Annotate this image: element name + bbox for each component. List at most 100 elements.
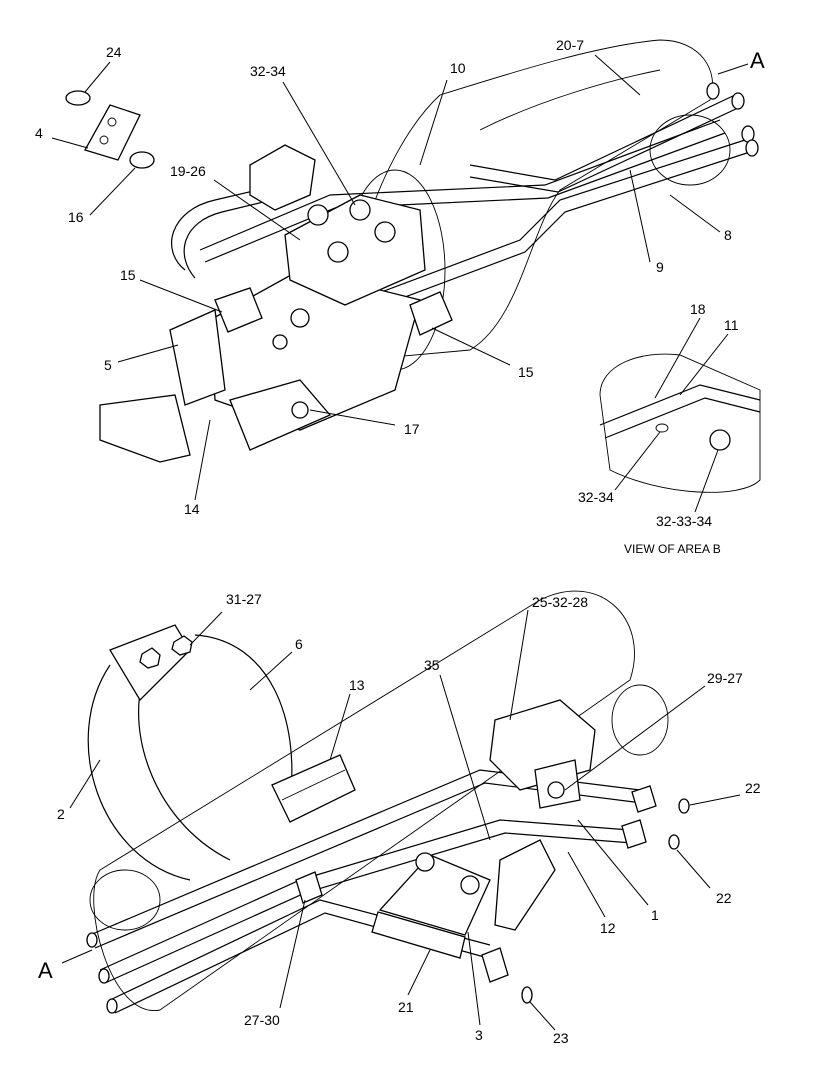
leader-20-7 (594, 54, 641, 96)
upper-assembly (51, 39, 759, 501)
fitting-22a (631, 785, 657, 813)
valve-base (229, 379, 332, 451)
leader-15-left (139, 279, 223, 313)
callout-31-27: 31-27 (226, 591, 262, 607)
tube-a-edge (204, 132, 726, 263)
callout-21: 21 (398, 999, 414, 1015)
callout-3: 3 (475, 1027, 483, 1043)
nut-31 (139, 647, 161, 669)
detail-caption: VIEW OF AREA B (624, 542, 721, 556)
callout-5: 5 (104, 357, 112, 373)
bolt-4 (327, 241, 349, 263)
callout-25-32-28: 25-32-28 (532, 594, 588, 610)
callout-15-left: 15 (120, 267, 136, 283)
seal-16 (129, 151, 155, 169)
tube-c (469, 94, 736, 181)
leader-8 (669, 194, 721, 233)
detail-b-labels: 18 11 32-34 32-33-34 VIEW OF AREA B (578, 301, 739, 556)
fitting-22b (621, 819, 647, 849)
callout-22-top: 22 (745, 780, 761, 796)
callout-12: 12 (600, 920, 616, 936)
clamp-21 (371, 911, 466, 959)
leader-12 (567, 851, 606, 918)
leader-24 (84, 61, 111, 93)
cylinder-far-end (611, 684, 669, 756)
lower-tube-1 (89, 769, 641, 936)
oring-23 (521, 986, 533, 1004)
leader-25-32-28 (509, 609, 529, 721)
callout-14: 14 (184, 501, 200, 517)
clamp-ring-outer (87, 664, 191, 881)
fitting-right (409, 291, 453, 336)
oring-22a (678, 798, 690, 814)
leader-27-30 (279, 899, 306, 1009)
tube-a (199, 119, 721, 251)
oring-22b (668, 834, 680, 850)
leader-35 (439, 674, 491, 841)
leader-32-34 (282, 81, 356, 206)
hose-loop-edge (183, 191, 306, 279)
clip-27-30 (295, 871, 323, 904)
bolt-3a (415, 852, 435, 872)
leader-23 (529, 1001, 556, 1031)
callout-22-bottom: 22 (716, 890, 732, 906)
callout-23: 23 (553, 1030, 569, 1046)
leader-32-33-34 (694, 449, 719, 513)
leader-11 (679, 333, 729, 396)
cylinder-end (89, 869, 161, 931)
lower-tube-2-edge (104, 832, 633, 984)
nut-27 (171, 635, 193, 656)
solenoid-cap (249, 144, 316, 211)
leader-19-26 (213, 179, 301, 241)
callout-2: 2 (57, 806, 65, 822)
leader-17 (309, 409, 396, 426)
detail-bar-top (599, 384, 761, 426)
callout-9: 9 (656, 259, 664, 275)
valve-side-block (169, 309, 226, 406)
lower-assembly (61, 590, 741, 1031)
tube-b (359, 139, 746, 301)
leader-1 (577, 819, 649, 906)
lower-tube-1-edge (94, 782, 643, 949)
leader-4 (51, 137, 89, 149)
detail-nut (655, 423, 669, 433)
leader-21 (407, 949, 431, 996)
fitting-17 (291, 401, 309, 419)
hose-loop (171, 179, 301, 271)
flange-4 (84, 104, 141, 161)
valve-port (290, 308, 310, 328)
callout-6: 6 (295, 636, 303, 652)
leader-9 (629, 169, 651, 263)
callout-29-27: 29-27 (707, 670, 743, 686)
clamp-ring-inner (138, 659, 231, 861)
tank-end-ring (649, 114, 731, 186)
bolt-3b (460, 875, 480, 895)
detail-bar-bottom (604, 397, 761, 439)
lower-cylinder (93, 590, 635, 1011)
bolt-1 (307, 204, 329, 226)
detail-view-b (599, 317, 761, 513)
leader-29-27 (564, 685, 706, 791)
leader-18 (654, 317, 701, 399)
callout-11: 11 (724, 317, 739, 333)
callout-8: 8 (724, 227, 732, 243)
callout-35: 35 (424, 657, 440, 673)
tube-c-edge (469, 107, 739, 193)
tube-end-4 (745, 139, 759, 157)
callout-18: 18 (690, 301, 706, 317)
callout-13: 13 (349, 677, 365, 693)
clamp-3 (378, 854, 491, 936)
callout-32-33-34: 32-33-34 (656, 513, 712, 529)
callout-27-30: 27-30 (244, 1012, 280, 1028)
tube-end-A2 (98, 968, 110, 984)
tank-contour (479, 69, 661, 131)
detail-bolt (709, 429, 731, 451)
tube-b-edge (364, 151, 751, 313)
leader-14 (194, 419, 211, 501)
leader-22-top (689, 794, 741, 806)
callout-detail-32-34: 32-34 (578, 489, 614, 505)
bracket-12 (494, 839, 556, 931)
seal-24 (65, 90, 91, 106)
